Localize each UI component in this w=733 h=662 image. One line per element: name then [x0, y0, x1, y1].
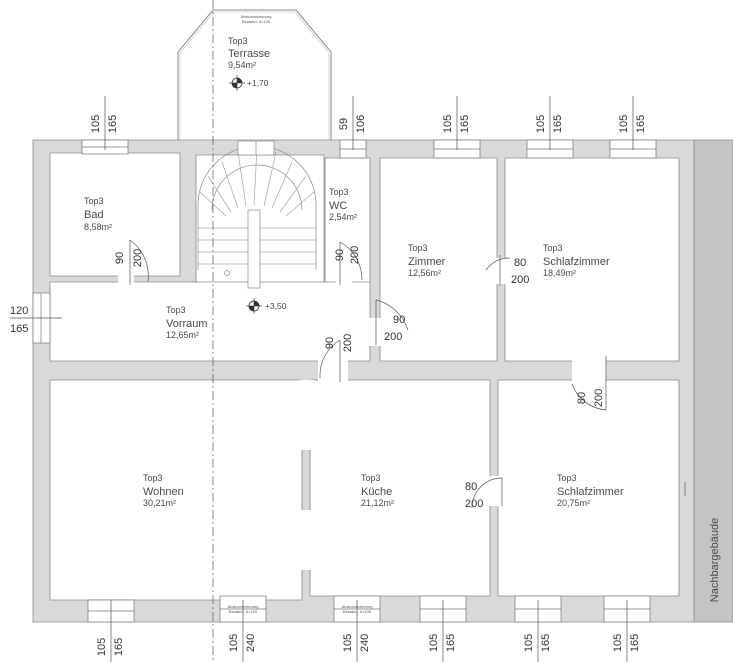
window-dim-label: 105 [96, 638, 108, 656]
neighbour-building [693, 139, 733, 623]
door-dim-label: 200 [511, 274, 529, 286]
door-dim-label: 200 [342, 334, 354, 352]
window-dim-label: 59 [338, 118, 350, 130]
door-dim-label: 90 [393, 314, 405, 326]
room-top-label: Top3 [543, 243, 563, 253]
door-dim-label: 90 [324, 337, 336, 349]
door-dim-label: 200 [593, 389, 605, 407]
elevation-label: +1,70 [247, 78, 269, 88]
room-area: 8,58m² [84, 222, 112, 232]
window-dim-label: 120 [10, 305, 28, 317]
room-name: Schlafzimmer [557, 486, 624, 498]
note-text: Bestand, h=100 [229, 609, 258, 614]
room-top-label: Top3 [228, 36, 248, 46]
window-dim-label: 240 [245, 634, 257, 652]
door-dim-label: 200 [465, 498, 483, 510]
elevation-marker [246, 298, 262, 314]
room-area: 12,56m² [408, 268, 441, 278]
door-dim-label: 200 [132, 249, 144, 267]
dimension-lines [10, 96, 686, 662]
window-dim-label: 105 [535, 115, 547, 133]
door-dim-label: 90 [334, 249, 346, 261]
staircase [197, 140, 317, 289]
window-dim-label: 105 [342, 634, 354, 652]
room-area: 30,21m² [143, 498, 176, 508]
window-dim-label: 165 [107, 115, 119, 133]
door-dim-label: 90 [114, 252, 126, 264]
window-dim-label: 240 [359, 634, 371, 652]
window-dim-label: 106 [355, 115, 367, 133]
room-top-label: Top3 [166, 305, 186, 315]
room-name: Zimmer [408, 256, 446, 268]
room-name: Bad [84, 209, 104, 221]
window-dim-label: 165 [459, 115, 471, 133]
window-dim-label: 105 [428, 634, 440, 652]
window-dimensions: 105 165 59 106 105 165 105 165 105 165 1… [90, 115, 647, 656]
walls [32, 139, 695, 623]
terrace-inner [179, 11, 330, 141]
room-area: 2,54m² [329, 212, 357, 222]
window-dim-label: 165 [552, 115, 564, 133]
note-text: Absturzsicherung [228, 604, 259, 609]
room-name: Wohnen [143, 486, 184, 498]
window-dim-label: 105 [228, 634, 240, 652]
room-top-label: Top3 [329, 187, 349, 197]
window-dim-label: 105 [523, 634, 535, 652]
window-dim-label: 105 [612, 634, 624, 652]
window-dim-label: 165 [445, 634, 457, 652]
room-top-label: Top3 [143, 473, 163, 483]
window-dim-label: 165 [635, 115, 647, 133]
room-top-label: Top3 [361, 473, 381, 483]
door-dim-label: 200 [349, 246, 361, 264]
door-dim-label: 80 [465, 481, 477, 493]
window-dim-label: 165 [113, 638, 125, 656]
door-dim-label: 80 [576, 392, 588, 404]
neighbour-label: Nachbargebäude [709, 518, 721, 602]
door-openings [118, 258, 606, 570]
note-text: Bestand, h=100 [242, 19, 271, 24]
room-area: 9,54m² [228, 60, 256, 70]
room-top-label: Top3 [84, 196, 104, 206]
room-name: Terrasse [228, 48, 270, 60]
note-text: Absturzsicherung [342, 604, 373, 609]
room-top-label: Top3 [557, 473, 577, 483]
window-dim-label: 105 [90, 115, 102, 133]
elevation-marker [229, 75, 245, 91]
elevation-label: +3,50 [265, 301, 287, 311]
window-dim-label: 105 [618, 115, 630, 133]
door-swings [129, 239, 607, 509]
door-dim-label: 80 [514, 257, 526, 269]
window-dim-label: 105 [442, 115, 454, 133]
room-name: Vorraum [166, 318, 208, 330]
terrace-outline [177, 9, 332, 141]
door-dim-label: 200 [384, 331, 402, 343]
room-name: WC [329, 200, 347, 212]
room-top-label: Top3 [408, 243, 428, 253]
room-area: 21,12m² [361, 498, 394, 508]
room-name: Schlafzimmer [543, 256, 610, 268]
room-area: 12,65m² [166, 330, 199, 340]
note-text: Bestand, h=100 [343, 609, 372, 614]
window-dim-label: 165 [10, 323, 28, 335]
room-area: 18,49m² [543, 268, 576, 278]
window-dim-label: 165 [629, 634, 641, 652]
window-dim-label: 165 [540, 634, 552, 652]
note-text: Absturzsicherung [241, 14, 272, 19]
room-name: Küche [361, 486, 392, 498]
room-area: 20,75m² [557, 498, 590, 508]
